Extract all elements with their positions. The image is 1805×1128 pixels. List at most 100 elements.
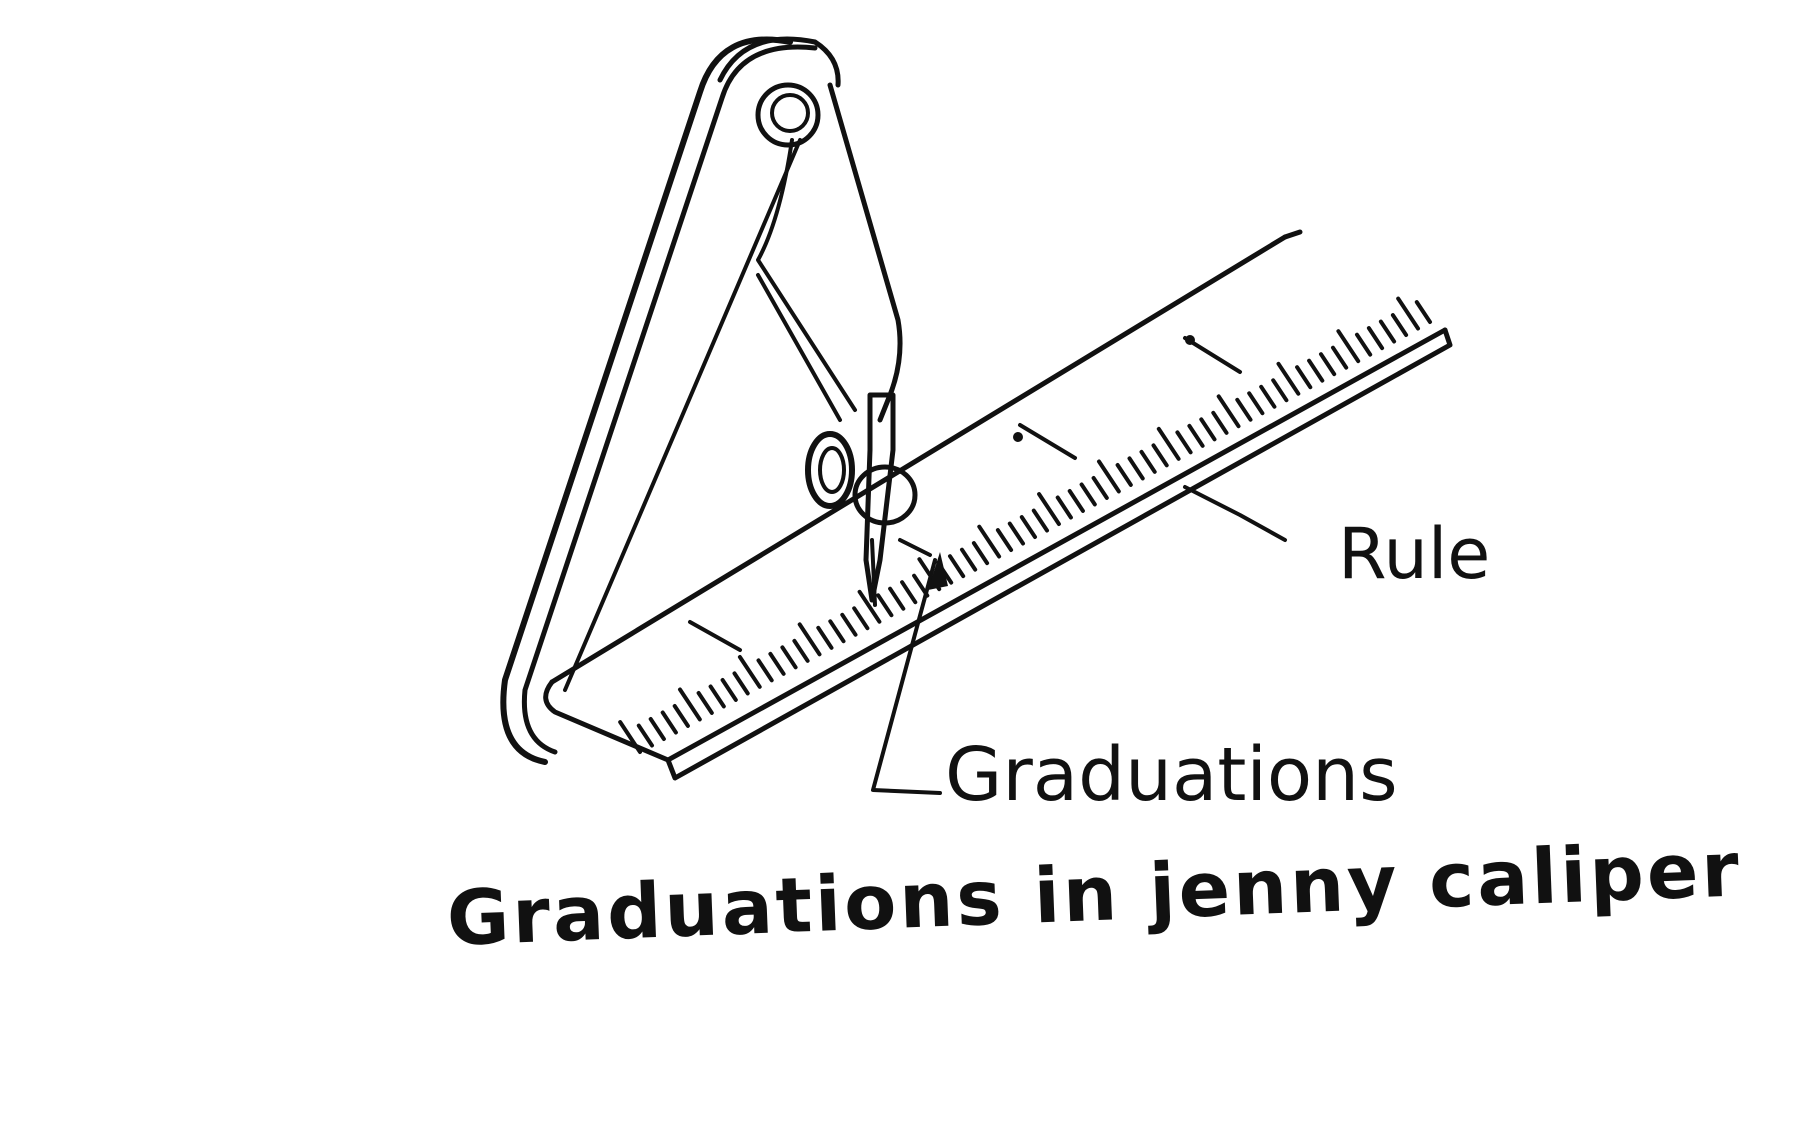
graduation-tick bbox=[1079, 482, 1097, 507]
graduation-tick bbox=[857, 589, 882, 624]
graduation-tick bbox=[888, 586, 906, 611]
graduation-tick bbox=[828, 619, 846, 644]
graduation-tick bbox=[1307, 358, 1325, 383]
graduation-tick bbox=[792, 638, 810, 663]
major-mark-2 bbox=[1018, 423, 1077, 460]
graduation-tick bbox=[876, 593, 894, 618]
hinge-screw-outer bbox=[755, 82, 821, 148]
scriber-tip bbox=[870, 538, 877, 607]
caliper-body bbox=[500, 36, 903, 765]
graduation-tick bbox=[1067, 489, 1085, 513]
graduation-tick bbox=[672, 704, 690, 728]
graduation-tick bbox=[708, 684, 726, 709]
rule bbox=[543, 229, 1453, 781]
caliper-outer-leg-inner bbox=[521, 44, 818, 755]
graduation-tick bbox=[1276, 361, 1301, 396]
graduation-tick bbox=[732, 671, 750, 696]
graduation-tick bbox=[618, 720, 642, 754]
graduation-tick bbox=[1319, 352, 1337, 377]
graduation-tick bbox=[768, 651, 786, 676]
graduation-tick bbox=[852, 606, 870, 631]
graduations-label: Graduations bbox=[945, 732, 1398, 818]
rule-front-face-bottom bbox=[665, 327, 1453, 781]
graduation-tick bbox=[1019, 515, 1037, 539]
graduation-tick bbox=[1199, 417, 1217, 442]
graduation-tick bbox=[1037, 492, 1061, 526]
graduation-tick bbox=[1331, 345, 1349, 370]
graduation-tick bbox=[636, 723, 654, 748]
graduation-tick bbox=[948, 554, 966, 579]
graduation-tick bbox=[1151, 443, 1169, 468]
graduation-tick bbox=[1211, 410, 1229, 435]
graduations-arrowhead bbox=[928, 552, 948, 590]
graduation-tick bbox=[648, 717, 666, 741]
graduation-tick bbox=[660, 710, 678, 735]
graduation-tick bbox=[816, 625, 834, 650]
graduation-tick bbox=[756, 658, 774, 683]
graduation-tick bbox=[797, 622, 822, 657]
graduation-tick bbox=[1396, 296, 1420, 331]
dot-mark-1 bbox=[1013, 432, 1023, 442]
graduation-tick bbox=[1055, 495, 1073, 520]
graduation-tick bbox=[1139, 449, 1157, 474]
caliper-leg-inner-edge bbox=[563, 138, 802, 692]
graduation-tick bbox=[1127, 456, 1145, 481]
graduation-tick bbox=[1390, 313, 1409, 337]
graduation-tick bbox=[1336, 329, 1361, 364]
rule-far-edge bbox=[1282, 229, 1303, 240]
graduation-tick bbox=[1091, 476, 1109, 500]
caliper-pointer-leg-back2 bbox=[756, 273, 842, 422]
graduation-tick bbox=[1259, 384, 1277, 409]
adjusting-nut-inner bbox=[818, 446, 846, 494]
graduation-tick bbox=[1355, 332, 1373, 357]
graduation-tick bbox=[678, 687, 702, 722]
graduation-tick bbox=[1156, 426, 1181, 461]
caliper-pointer-leg bbox=[827, 82, 903, 423]
graduation-tick bbox=[840, 612, 858, 637]
rule-graduations bbox=[618, 296, 1432, 754]
graduation-tick bbox=[780, 645, 798, 670]
scriber-collar bbox=[852, 464, 918, 526]
graduation-tick bbox=[1366, 326, 1385, 351]
rule-leader bbox=[1183, 485, 1287, 542]
graduations-leader bbox=[871, 558, 942, 795]
graduation-tick bbox=[1271, 378, 1289, 403]
hinge-screw-inner bbox=[770, 93, 810, 133]
graduation-tick bbox=[1097, 459, 1121, 494]
leader-lines bbox=[871, 485, 1287, 795]
graduation-tick bbox=[737, 655, 762, 689]
scriber-shaft bbox=[863, 392, 896, 603]
graduation-tick bbox=[1031, 508, 1049, 533]
graduation-tick bbox=[960, 547, 978, 572]
major-mark-1 bbox=[688, 620, 742, 652]
rule-major-marks bbox=[688, 335, 1242, 652]
graduation-tick bbox=[1295, 365, 1313, 390]
graduation-tick bbox=[1414, 300, 1432, 324]
dot-mark-2 bbox=[1185, 335, 1195, 345]
major-mark-3 bbox=[1183, 336, 1242, 374]
graduation-tick bbox=[971, 541, 990, 566]
rule-label: Rule bbox=[1338, 513, 1490, 595]
rule-front-face-top bbox=[543, 327, 1448, 763]
scriber-dash bbox=[898, 538, 932, 557]
caliper-pointer-leg-back bbox=[756, 138, 857, 412]
graduation-tick bbox=[1216, 394, 1241, 429]
graduation-tick bbox=[995, 528, 1014, 552]
graduation-tick bbox=[1115, 463, 1133, 487]
graduation-tick bbox=[900, 580, 918, 605]
graduation-tick bbox=[1378, 319, 1397, 344]
graduation-tick bbox=[977, 524, 1002, 559]
graduation-tick bbox=[1247, 391, 1265, 416]
figure-caption: Graduations in jenny caliper bbox=[445, 824, 1743, 963]
graduation-tick bbox=[1235, 397, 1253, 422]
graduation-tick bbox=[1187, 423, 1205, 448]
adjusting-nut bbox=[805, 431, 855, 509]
graduation-tick bbox=[720, 678, 738, 702]
caliper-hinge-cap bbox=[717, 36, 841, 88]
caliper-outer-leg bbox=[500, 36, 793, 765]
rule-top-edge bbox=[549, 234, 1288, 685]
graduation-tick bbox=[696, 691, 714, 715]
graduation-tick bbox=[1175, 430, 1193, 455]
graduation-tick bbox=[1007, 521, 1025, 546]
